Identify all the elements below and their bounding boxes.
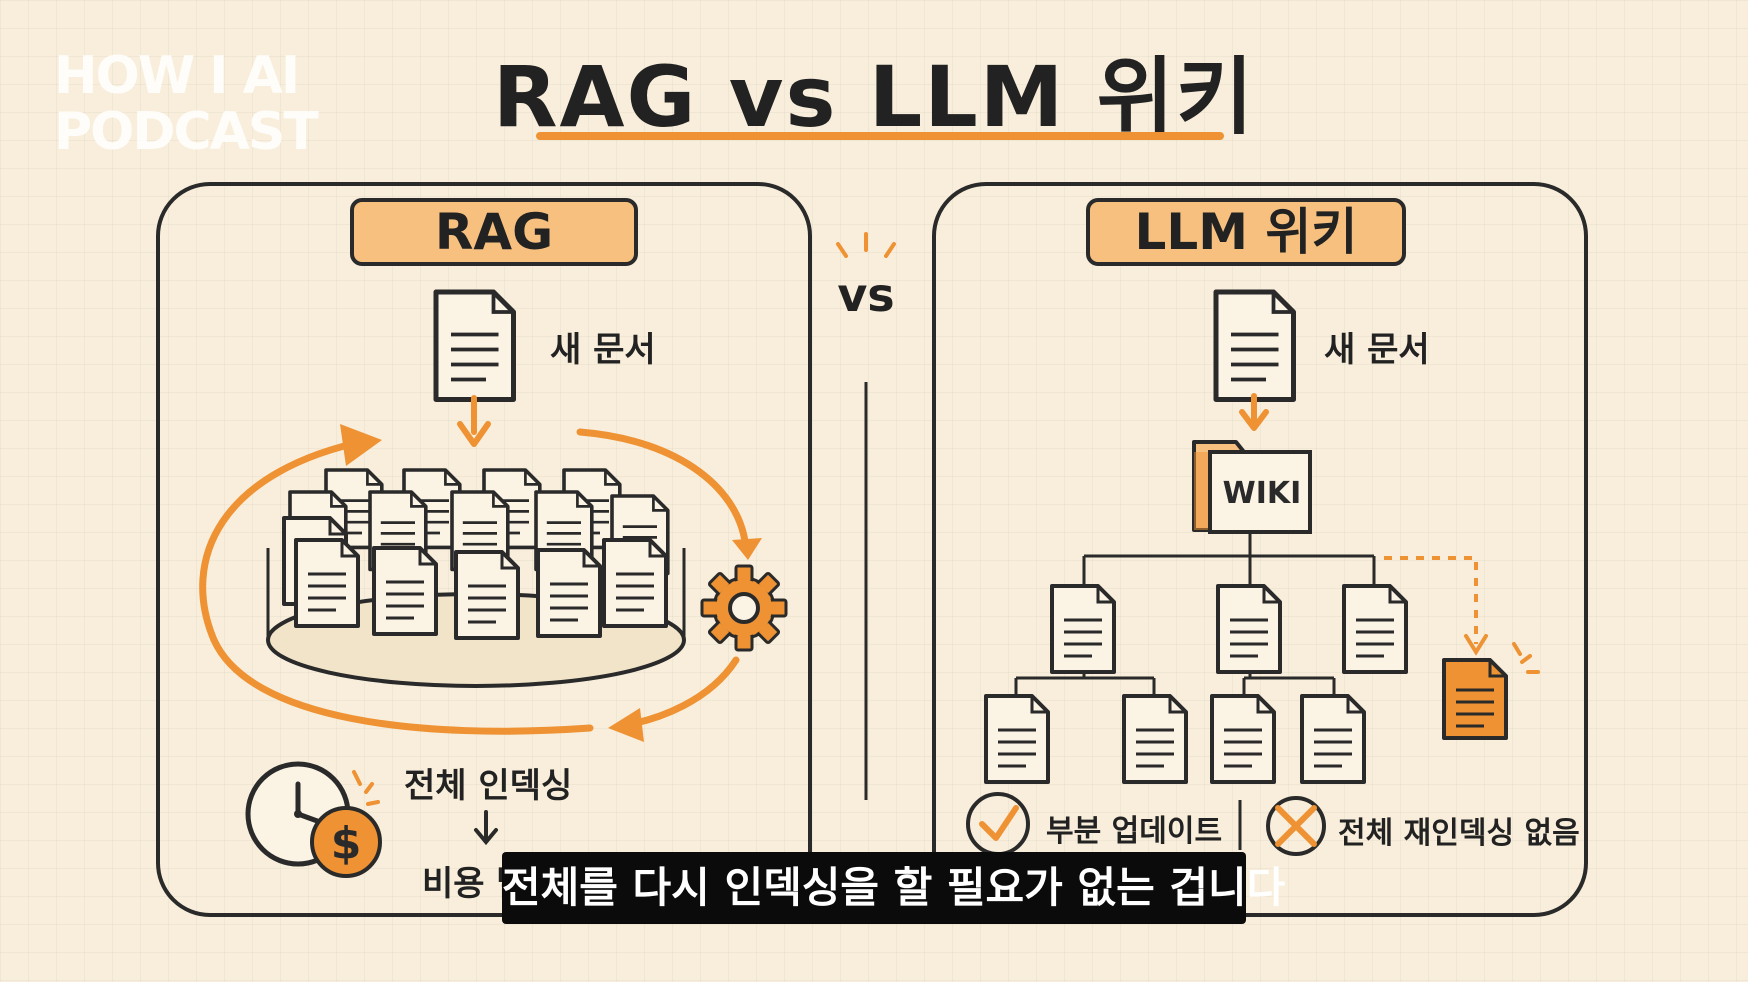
vs-spark-icon bbox=[836, 232, 896, 258]
update-arrowhead-icon bbox=[1464, 634, 1488, 656]
document-database-icon bbox=[266, 468, 686, 688]
page-title: RAG vs LLM 위키 bbox=[492, 48, 1256, 146]
check-icon bbox=[966, 792, 1030, 856]
new-wiki-page-icon bbox=[1442, 658, 1508, 740]
dollar-coin-icon: $ bbox=[310, 806, 382, 878]
cycle-arrowheads bbox=[340, 424, 762, 742]
dollar-sign: $ bbox=[331, 818, 362, 869]
llm-wiki-header: LLM 위키 bbox=[1086, 198, 1406, 266]
cost-arrow-down-icon bbox=[474, 810, 498, 846]
wiki-new-document-icon bbox=[1216, 292, 1294, 400]
rag-panel bbox=[156, 182, 812, 917]
rag-reindex-label: 전체 인덱싱 bbox=[404, 766, 573, 806]
title-underline bbox=[536, 132, 1224, 140]
gear-icon bbox=[700, 564, 788, 652]
wiki-tree-documents bbox=[984, 584, 1408, 784]
watermark-line-1: HOW I AI bbox=[54, 46, 300, 106]
podcast-watermark: HOW I AI PODCAST bbox=[54, 46, 319, 162]
llm-wiki-panel bbox=[932, 182, 1588, 917]
wiki-folder-icon: WIKI bbox=[1192, 440, 1312, 534]
rag-header: RAG bbox=[350, 198, 638, 266]
wiki-arrow-down-icon bbox=[1239, 393, 1269, 431]
wiki-folder-label: WIKI bbox=[1223, 476, 1302, 511]
cross-icon bbox=[1266, 796, 1326, 856]
no-reindex-label: 전체 재인덱싱 없음 bbox=[1338, 816, 1580, 851]
wiki-new-doc-label: 새 문서 bbox=[1324, 330, 1430, 370]
partial-update-label: 부분 업데이트 bbox=[1046, 814, 1223, 849]
video-subtitle: 전체를 다시 인덱싱을 할 필요가 없는 겁니다 bbox=[502, 852, 1285, 924]
new-page-spark-icon bbox=[1512, 642, 1540, 674]
clock-spark-icon bbox=[352, 770, 380, 806]
vs-label: vs bbox=[837, 268, 895, 322]
watermark-line-2: PODCAST bbox=[54, 102, 319, 162]
rag-new-doc-label: 새 문서 bbox=[550, 330, 656, 370]
rag-new-document-icon bbox=[436, 292, 514, 400]
wiki-tree-lines bbox=[1014, 532, 1376, 696]
rag-arrow-down-icon bbox=[457, 395, 491, 447]
